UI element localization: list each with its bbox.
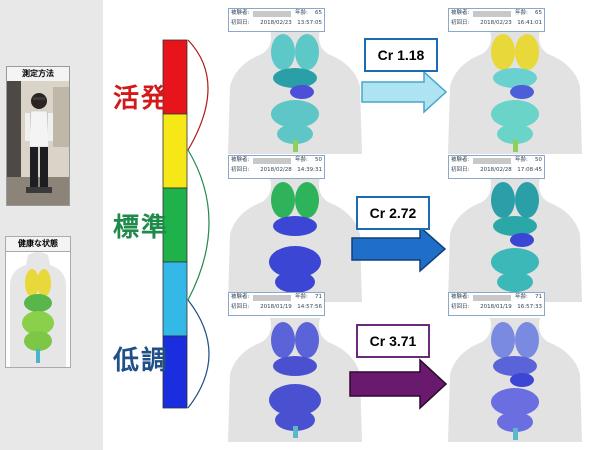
- row2-after-info: 被験者:年齢:50 初回日:2018/02/28 17:08:45: [448, 155, 545, 179]
- person-photo: [7, 81, 69, 205]
- arrow-row1: [361, 70, 448, 114]
- arrow-row2: [351, 225, 447, 273]
- row2-after-figure: [448, 178, 582, 302]
- healthy-body-figure: [10, 252, 66, 367]
- row1-after-figure: [448, 30, 582, 154]
- left-panel: 測定方法 健康な状態: [0, 0, 103, 450]
- arrow-row3: [349, 358, 448, 410]
- row1-before-figure: [228, 30, 362, 154]
- row1-after-info: 被験者:年齢:65 初回日:2018/02/23 16:41:01: [448, 8, 545, 32]
- row3-after-figure: [448, 318, 582, 442]
- row1-cr-box: Cr 1.18: [364, 38, 438, 72]
- bracket-low: [187, 299, 210, 409]
- scale-segment-green: [162, 187, 188, 263]
- measurement-method-card: 測定方法: [6, 66, 70, 206]
- scale-segment-red: [162, 39, 188, 115]
- row1-before-info: 被験者:年齢:65 初回日:2018/02/23 13:57:05: [228, 8, 325, 32]
- bracket-active: [187, 39, 209, 151]
- row3-cr-box: Cr 3.71: [356, 324, 430, 358]
- row3-before-figure: [228, 318, 362, 442]
- row2-cr-box: Cr 2.72: [356, 196, 430, 230]
- row3-before-info: 被験者:年齢:71 初回日:2018/01/19 14:57:56: [228, 292, 325, 316]
- row3-after-info: 被験者:年齢:71 初回日:2018/01/19 16:57:33: [448, 292, 545, 316]
- label-low: 低調: [113, 346, 170, 376]
- healthy-state-card: 健康な状態: [5, 236, 71, 368]
- scale-segment-cyan: [162, 261, 188, 337]
- scale-segment-blue: [162, 335, 188, 409]
- healthy-state-title: 健康な状態: [6, 237, 70, 252]
- scale-segment-yellow: [162, 113, 188, 189]
- label-standard: 標準: [113, 213, 170, 243]
- bracket-standard: [187, 149, 210, 301]
- label-active: 活発: [113, 84, 170, 114]
- row2-before-info: 被験者:年齢:50 初回日:2018/02/28 14:39:31: [228, 155, 325, 179]
- row2-before-figure: [228, 178, 362, 302]
